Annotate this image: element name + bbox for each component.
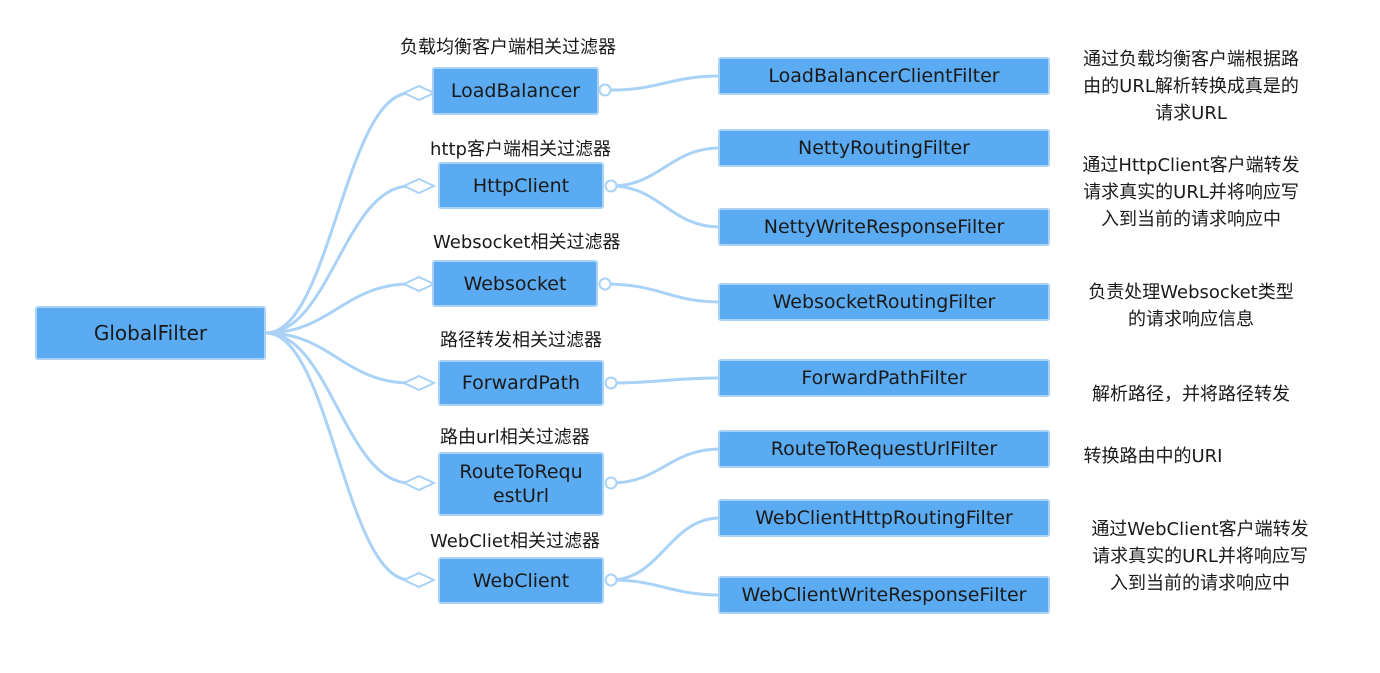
edge-websocket-filter xyxy=(604,282,721,304)
caption-webclient: WebCliet相关过滤器 xyxy=(430,531,600,552)
group-node-label-line-1: RouteToRequ xyxy=(459,461,583,483)
edge-root-httpclient xyxy=(265,184,411,335)
group-node-label-line-2: estUrl xyxy=(492,485,550,507)
filter-routetorequesturlfilter[interactable]: RouteToRequestUrlFilter xyxy=(718,430,1050,468)
edge-forwardpath-filter xyxy=(610,376,721,385)
group-node-label: ForwardPath xyxy=(461,372,581,394)
filter-forwardpathfilter[interactable]: ForwardPathFilter xyxy=(718,359,1050,397)
circle-marker xyxy=(598,277,612,291)
edge-root-loadbalancer xyxy=(265,91,411,335)
note-webclient: 通过WebClient客户端转发 请求真实的URL并将响应写 入到当前的请求响应… xyxy=(1070,516,1330,597)
caption-websocket: Websocket相关过滤器 xyxy=(433,232,621,253)
note-line: 请求真实的URL并将响应写 xyxy=(1083,182,1299,203)
filter-webclientwriteresponsefilter[interactable]: WebClientWriteResponseFilter xyxy=(718,576,1050,614)
caption-routetorequesturl: 路由url相关过滤器 xyxy=(440,427,590,448)
note-routetorequesturl: 转换路由中的URI xyxy=(1058,443,1248,470)
edge-loadbalancer-filter xyxy=(610,74,721,92)
edge-root-webclient xyxy=(265,331,411,582)
edge-root-routetorequesturl xyxy=(265,331,411,485)
filter-webclienthttproutingfilter[interactable]: WebClientHttpRoutingFilter xyxy=(718,499,1050,537)
note-line: 由的URL解析转换成真是的 xyxy=(1083,76,1299,97)
edge-root-forwardpath xyxy=(265,331,411,385)
root-node-label: GlobalFilter xyxy=(93,321,208,345)
group-node-websocket[interactable]: Websocket xyxy=(432,260,598,307)
filter-label: NettyRoutingFilter xyxy=(798,137,970,159)
filter-nettyroutingfilter[interactable]: NettyRoutingFilter xyxy=(718,129,1050,167)
group-node-label: WebClient xyxy=(472,569,570,592)
filter-label: NettyWriteResponseFilter xyxy=(763,216,1005,238)
diamond-marker xyxy=(401,177,437,195)
group-node-routetorequesturl[interactable]: RouteToRequ estUrl xyxy=(438,452,604,516)
filter-label: ForwardPathFilter xyxy=(801,367,967,389)
filter-label: LoadBalancerClientFilter xyxy=(768,65,1000,87)
circle-marker xyxy=(604,476,618,490)
edge-root-websocket xyxy=(265,282,411,335)
circle-marker xyxy=(604,376,618,390)
note-line: 转换路由中的URI xyxy=(1083,446,1223,467)
diamond-marker xyxy=(401,275,437,293)
edge-webclient-http-routing xyxy=(610,516,721,582)
note-loadbalancer: 通过负载均衡客户端根据路 由的URL解析转换成真是的 请求URL xyxy=(1066,46,1316,127)
group-node-label: HttpClient xyxy=(472,174,570,197)
filter-label: WebsocketRoutingFilter xyxy=(772,291,996,313)
circle-marker xyxy=(604,573,618,587)
note-httpclient: 通过HttpClient客户端转发 请求真实的URL并将响应写 入到当前的请求响… xyxy=(1066,152,1316,233)
edge-routetorequesturl-filter xyxy=(610,447,721,485)
circle-marker xyxy=(598,83,612,97)
group-node-forwardpath[interactable]: ForwardPath xyxy=(438,360,604,406)
note-line: 解析路径，并将路径转发 xyxy=(1092,384,1290,405)
group-node-httpclient[interactable]: HttpClient xyxy=(438,162,604,209)
note-line: 请求URL xyxy=(1155,103,1227,124)
diamond-marker xyxy=(401,474,437,492)
group-node-label: LoadBalancer xyxy=(450,80,581,102)
note-line: 请求真实的URL并将响应写 xyxy=(1092,546,1308,567)
filter-loadbalancerclientfilter[interactable]: LoadBalancerClientFilter xyxy=(718,57,1050,95)
note-websocket: 负责处理Websocket类型 的请求响应信息 xyxy=(1066,279,1316,333)
group-node-webclient[interactable]: WebClient xyxy=(438,557,604,604)
filter-label: WebClientWriteResponseFilter xyxy=(741,584,1027,606)
note-line: 入到当前的请求响应中 xyxy=(1101,209,1281,230)
note-line: 通过负载均衡客户端根据路 xyxy=(1083,49,1299,70)
root-node-globalfilter[interactable]: GlobalFilter xyxy=(35,306,266,360)
filter-label: RouteToRequestUrlFilter xyxy=(770,438,998,460)
note-line: 入到当前的请求响应中 xyxy=(1110,573,1290,594)
note-line: 的请求响应信息 xyxy=(1128,309,1254,330)
caption-loadbalancer: 负载均衡客户端相关过滤器 xyxy=(400,37,616,58)
diamond-marker xyxy=(401,84,437,102)
filter-nettywriteresponsefilter[interactable]: NettyWriteResponseFilter xyxy=(718,208,1050,246)
group-node-loadbalancer[interactable]: LoadBalancer xyxy=(432,67,599,115)
group-node-label: Websocket xyxy=(463,272,567,295)
note-line: 通过HttpClient客户端转发 xyxy=(1082,155,1300,176)
edge-webclient-write-response xyxy=(610,578,721,597)
edge-httpclient-netty-routing xyxy=(610,146,721,188)
diamond-marker xyxy=(401,571,437,589)
caption-forwardpath: 路径转发相关过滤器 xyxy=(440,330,602,351)
note-line: 负责处理Websocket类型 xyxy=(1088,282,1294,303)
filter-label: WebClientHttpRoutingFilter xyxy=(755,507,1013,529)
note-line: 通过WebClient客户端转发 xyxy=(1091,519,1309,540)
note-forwardpath: 解析路径，并将路径转发 xyxy=(1066,381,1316,408)
caption-httpclient: http客户端相关过滤器 xyxy=(430,139,611,160)
diamond-marker xyxy=(401,374,437,392)
filter-websocketroutingfilter[interactable]: WebsocketRoutingFilter xyxy=(718,283,1050,321)
circle-marker xyxy=(604,179,618,193)
edge-httpclient-netty-write xyxy=(610,184,721,229)
